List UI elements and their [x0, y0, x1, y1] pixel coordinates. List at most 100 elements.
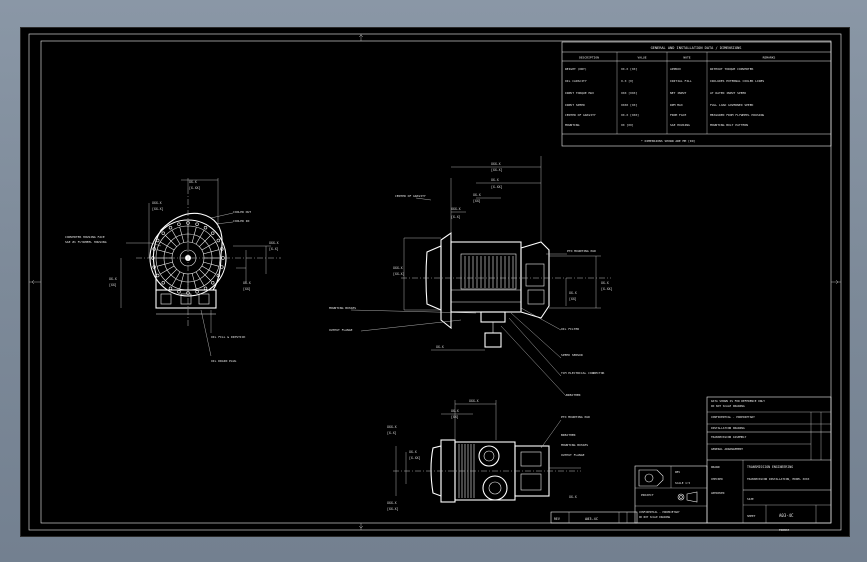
svg-text:[X.XX]: [X.XX]: [409, 456, 421, 460]
svg-text:XXX.X: XXX.X: [269, 241, 279, 245]
callout-tcm-connector: TCM ELECTRICAL CONNECTOR: [561, 371, 605, 375]
callout-oil-fill: OIL FILL & DIPSTICK: [211, 335, 246, 339]
svg-text:PROJECT: PROJECT: [641, 493, 654, 497]
svg-text:WEIGHT (DRY): WEIGHT (DRY): [565, 67, 587, 71]
logo-block: REV SCALE 1:5 PROJECT CONFIDENTIAL - PRO…: [634, 465, 708, 524]
svg-text:AT RATED INPUT SPEED: AT RATED INPUT SPEED: [710, 91, 746, 95]
table-row: WEIGHT (DRY) XX.X [XX] APPROX WITHOUT TO…: [565, 67, 754, 71]
svg-text:[X.X]: [X.X]: [451, 215, 461, 219]
svg-text:INPUT SPEED: INPUT SPEED: [565, 103, 585, 107]
svg-text:DATA SHOWN IS FOR REFERENCE ON: DATA SHOWN IS FOR REFERENCE ONLY: [711, 399, 765, 403]
svg-text:XX.X [XXX]: XX.X [XXX]: [621, 113, 639, 117]
callout-speed-sensor: SPEED SENSOR: [561, 353, 583, 357]
svg-text:[X.X]: [X.X]: [387, 431, 397, 435]
sheet-number: A03-4C: [779, 513, 794, 518]
svg-text:XXX.X: XXX.X: [152, 201, 162, 205]
svg-text:DRAWN: DRAWN: [711, 465, 720, 469]
svg-text:XX.X: XX.X: [569, 495, 577, 499]
svg-text:[X.XX]: [X.XX]: [601, 287, 613, 291]
svg-text:[XX.X]: [XX.X]: [387, 507, 399, 511]
svg-text:FULL LOAD GOVERNED SPEED: FULL LOAD GOVERNED SPEED: [710, 103, 754, 107]
svg-text:XX.X: XX.X: [189, 180, 197, 184]
svg-text:XX.X: XX.X: [243, 281, 251, 285]
table-header-value: VALUE: [637, 56, 646, 60]
svg-text:PTO MOUNTING PAD: PTO MOUNTING PAD: [561, 415, 590, 419]
svg-text:[XX.X]: [XX.X]: [152, 207, 164, 211]
svg-text:INITIAL FILL: INITIAL FILL: [670, 79, 692, 83]
callout-pto-pad: PTO MOUNTING PAD: [567, 249, 596, 253]
side-view: XXX.X [XX.X] XX.X [X.XX] XX.X [XX] XXX.X…: [329, 156, 613, 397]
callout-breather: BREATHER: [566, 393, 581, 397]
table-footnote: * DIMENSIONS SHOWN ARE MM [IN]: [641, 139, 695, 143]
svg-text:MOUNTING: MOUNTING: [565, 123, 580, 127]
callout-cog: CENTER OF GRAVITY: [395, 194, 426, 198]
svg-text:FROM FACE: FROM FACE: [670, 113, 686, 117]
drawing-title: TRANSMISSION INSTALLATION, MODEL XXXX: [747, 477, 810, 481]
svg-text:XX.X: XX.X: [451, 409, 459, 413]
cad-viewport[interactable]: GENERAL AND INSTALLATION DATA / DIMENSIO…: [20, 27, 850, 537]
svg-text:DO NOT SCALE DRAWING: DO NOT SCALE DRAWING: [639, 515, 671, 519]
table-row: OIL CAPACITY X.X [X] INITIAL FILL INCLUD…: [565, 79, 764, 83]
svg-text:[X.XX]: [X.XX]: [189, 186, 201, 190]
svg-text:XX [XX]: XX [XX]: [621, 123, 634, 127]
svg-text:APPROVED: APPROVED: [711, 491, 725, 495]
svg-text:DO NOT SCALE DRAWING: DO NOT SCALE DRAWING: [711, 404, 745, 408]
svg-text:[XX]: [XX]: [569, 297, 577, 301]
svg-text:SAE HOUSING: SAE HOUSING: [670, 123, 690, 127]
svg-text:XX.X: XX.X: [491, 178, 499, 182]
svg-text:SCALE 1:5: SCALE 1:5: [675, 481, 690, 485]
svg-text:XX.X: XX.X: [109, 277, 117, 281]
svg-text:MOUNTING BOLT PATTERN: MOUNTING BOLT PATTERN: [710, 123, 748, 127]
svg-text:INCLUDES EXTERNAL COOLER LINES: INCLUDES EXTERNAL COOLER LINES: [710, 79, 764, 83]
callout-cooler-in: COOLER IN: [233, 219, 249, 223]
svg-text:CHECKED: CHECKED: [711, 477, 723, 481]
svg-text:XXX.X: XXX.X: [491, 162, 501, 166]
svg-text:RPM MAX: RPM MAX: [670, 103, 683, 107]
callout-mounting-bosses: MOUNTING BOSSES: [329, 306, 356, 310]
svg-text:[XX]: [XX]: [451, 415, 459, 419]
svg-text:A03-4C: A03-4C: [585, 517, 598, 521]
callout-oil-drain: OIL DRAIN PLUG: [211, 359, 236, 363]
svg-text:MOUNTING BOSSES: MOUNTING BOSSES: [561, 443, 588, 447]
table-header-note: NOTE: [683, 56, 690, 60]
svg-text:APPROX: APPROX: [670, 67, 681, 71]
svg-text:XXX.X: XXX.X: [393, 266, 403, 270]
svg-text:XX.X: XX.X: [601, 281, 609, 285]
svg-text:SHEET: SHEET: [747, 514, 756, 518]
svg-text:WITHOUT TORQUE CONVERTER: WITHOUT TORQUE CONVERTER: [710, 67, 754, 71]
format-label: FORMAT: [779, 528, 789, 532]
svg-text:CONFIDENTIAL - PROPRIETARY: CONFIDENTIAL - PROPRIETARY: [639, 510, 680, 514]
table-header-description: DESCRIPTION: [579, 56, 599, 60]
svg-text:XXX.X: XXX.X: [451, 207, 461, 211]
callout-cooler-out: COOLER OUT: [233, 210, 251, 214]
svg-text:TRANSMISSION ASSEMBLY: TRANSMISSION ASSEMBLY: [711, 435, 747, 439]
svg-text:XXX.X: XXX.X: [387, 501, 397, 505]
table-row: INPUT TORQUE MAX XXX [XXX] NET INPUT AT …: [565, 91, 746, 95]
front-view: XX.X [X.XX] XXX.X [XX.X] XX.X [XX] XXX.X…: [65, 178, 281, 363]
svg-text:MEASURED FROM FLYWHEEL HOUSING: MEASURED FROM FLYWHEEL HOUSING: [710, 113, 764, 117]
svg-text:[XX]: [XX]: [109, 283, 117, 287]
projection-symbol-icon: [677, 491, 698, 503]
outer-border: [28, 33, 842, 531]
svg-text:[XX]: [XX]: [473, 199, 481, 203]
callout-output-flange: OUTPUT FLANGE: [329, 328, 353, 332]
title-block: DATA SHOWN IS FOR REFERENCE ONLY DO NOT …: [706, 396, 832, 532]
svg-text:X.X [X]: X.X [X]: [621, 79, 634, 83]
callout-converter-housing: CONVERTER HOUSING FACE: [65, 235, 105, 239]
svg-text:XXXX [XX]: XXXX [XX]: [621, 103, 637, 107]
bottom-view: XXX.X XX.X [XX] XXX.X [X.X] XX.X [X.XX] …: [387, 399, 590, 511]
svg-text:GENERAL ARRANGEMENT: GENERAL ARRANGEMENT: [711, 447, 743, 451]
svg-text:REV: REV: [554, 517, 560, 521]
table-title: GENERAL AND INSTALLATION DATA / DIMENSIO…: [651, 46, 742, 50]
table-row: CENTER OF GRAVITY XX.X [XXX] FROM FACE M…: [565, 113, 764, 117]
svg-text:INPUT TORQUE MAX: INPUT TORQUE MAX: [565, 91, 594, 95]
revision-strip: REV A03-4C: [550, 511, 638, 524]
svg-text:SIZE: SIZE: [747, 497, 754, 501]
svg-text:OIL CAPACITY: OIL CAPACITY: [565, 79, 587, 83]
callout-flywheel-housing: SAE #1 FLYWHEEL HOUSING: [65, 240, 107, 244]
company-name: TRANSMISSION ENGINEERING: [747, 465, 793, 469]
svg-text:XX.X: XX.X: [436, 345, 444, 349]
svg-text:[XX]: [XX]: [243, 287, 251, 291]
svg-text:XX.X: XX.X: [569, 291, 577, 295]
svg-text:NET INPUT: NET INPUT: [670, 91, 686, 95]
